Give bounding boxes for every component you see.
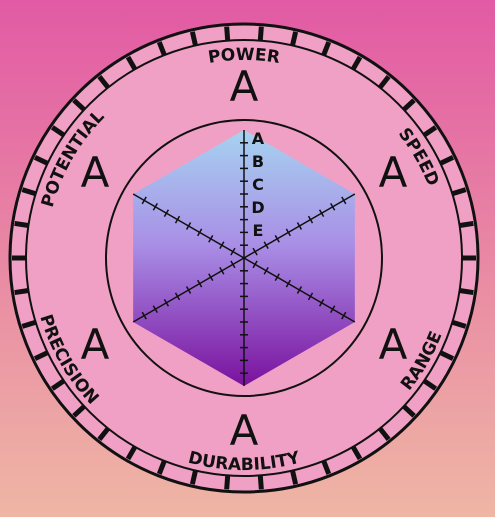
axis-tick — [318, 298, 325, 307]
dial-tick — [439, 155, 455, 166]
dial-tick — [321, 460, 332, 475]
axis-tick — [163, 209, 170, 218]
dial-tick — [451, 187, 467, 197]
dial-tick — [377, 426, 391, 441]
dial-tick — [189, 469, 198, 485]
grade-precision: A — [81, 320, 110, 369]
dial-tick — [224, 26, 231, 41]
scale-letter-e: E — [253, 221, 264, 240]
dial-tick — [50, 125, 66, 138]
dial-tick — [321, 41, 332, 56]
axis-tick — [174, 292, 181, 301]
scale-letter-a: A — [252, 129, 265, 148]
axis-tick — [141, 196, 147, 205]
dial-tick — [72, 98, 86, 112]
dial-tick — [33, 350, 49, 361]
dial-tick — [33, 155, 49, 166]
axis-tick — [208, 273, 214, 282]
axis-tick — [185, 222, 192, 230]
grade-durability: A — [230, 406, 259, 455]
dial-tick — [439, 350, 455, 361]
axis-tick — [185, 286, 192, 294]
grade-range: A — [379, 320, 408, 369]
axis-tick — [285, 228, 291, 237]
dial-tick — [97, 426, 111, 441]
axis-tick — [208, 234, 214, 243]
dial-tick — [402, 404, 416, 418]
axis-tick — [296, 286, 303, 294]
axis-tick — [296, 222, 303, 230]
axis-tick — [341, 311, 347, 320]
dial-tick — [459, 288, 474, 296]
dial-tick — [422, 125, 438, 138]
dial-tick — [224, 475, 231, 490]
scale-letter-c: C — [252, 175, 264, 194]
axis-tick — [219, 266, 225, 275]
dial-tick — [50, 378, 66, 391]
dial-tick — [422, 378, 438, 391]
dial-tick — [125, 55, 138, 71]
axis-tick — [152, 202, 158, 211]
grade-speed: A — [379, 148, 408, 197]
axis-tick — [330, 202, 336, 211]
dial-tick — [350, 55, 363, 71]
axis-tick — [252, 260, 258, 269]
dial-tick — [257, 475, 264, 490]
dial-tick — [97, 75, 111, 90]
dial-tick — [451, 319, 467, 329]
grade-potential: A — [81, 148, 110, 197]
dial-tick — [72, 404, 86, 418]
dial-tick — [189, 31, 198, 47]
axis-tick — [219, 241, 225, 250]
axis-tick — [252, 247, 258, 256]
axis-tick — [274, 234, 280, 243]
axis-tick — [274, 273, 280, 282]
axis-tick — [318, 209, 325, 218]
dial-tick — [156, 460, 167, 475]
axis-tick — [174, 215, 181, 224]
axis-label-power: POWER — [207, 45, 281, 68]
grade-power: A — [230, 62, 259, 111]
dial-tick — [14, 220, 29, 228]
dial-tick — [21, 187, 37, 197]
axis-tick — [330, 305, 336, 314]
dial-tick — [377, 75, 391, 90]
axis-tick — [230, 247, 236, 256]
dial-tick — [125, 445, 138, 461]
dial-tick — [14, 288, 29, 296]
axis-tick — [307, 215, 314, 224]
axis-tick — [197, 228, 203, 237]
scale-letter-d: D — [251, 198, 264, 217]
dial-tick — [402, 98, 416, 112]
axis-tick — [141, 311, 147, 320]
axis-tick — [263, 241, 269, 250]
dial-tick — [459, 220, 474, 228]
axis-tick — [152, 305, 158, 314]
scale-circle — [105, 119, 383, 397]
axis-tick — [285, 279, 291, 288]
axis-tick — [163, 298, 170, 307]
dial-tick — [21, 319, 37, 329]
dial-tick — [257, 26, 264, 41]
axis-tick — [263, 266, 269, 275]
dial-tick — [290, 31, 299, 47]
scale-letter-b: B — [252, 152, 264, 171]
axis-tick — [230, 260, 236, 269]
dial-tick — [350, 445, 363, 461]
axis-tick — [307, 292, 314, 301]
axis-tick — [197, 279, 203, 288]
axis-tick — [341, 196, 347, 205]
dial-tick — [156, 41, 167, 56]
dial-tick — [290, 469, 299, 485]
